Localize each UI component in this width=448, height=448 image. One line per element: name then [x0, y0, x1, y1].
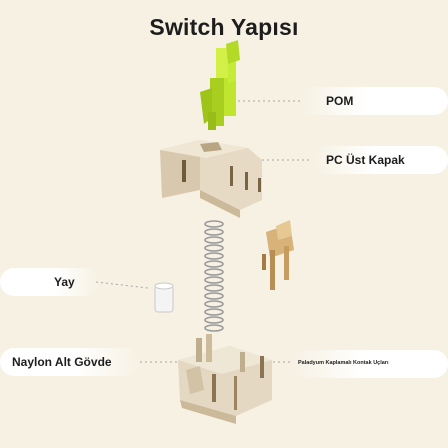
spring-illustration — [204, 220, 224, 332]
contacts-label-pill — [292, 350, 448, 378]
contacts-label: Paladyum Kaplamalı Kontak Uçları — [298, 360, 389, 366]
top-housing-illustration — [160, 140, 262, 218]
contact-leaf-illustration — [262, 220, 294, 290]
pom-label: POM — [326, 94, 354, 108]
bottom-label: Naylon Alt Gövde — [12, 355, 112, 369]
spring-label: Yay — [54, 275, 75, 289]
spring-connector — [95, 281, 149, 289]
bottom-label-pill — [0, 348, 140, 376]
pc-top-label-pill — [312, 146, 448, 174]
bottom-housing-illustration — [178, 334, 272, 424]
pom-label-pill — [300, 87, 448, 115]
page-title: Switch Yapısı — [149, 14, 299, 40]
light-pipe-illustration — [154, 282, 174, 313]
pc-top-label: PC Üst Kapak — [326, 153, 405, 167]
spring-label-pill — [0, 268, 100, 296]
switch-stem-illustration — [200, 40, 240, 130]
